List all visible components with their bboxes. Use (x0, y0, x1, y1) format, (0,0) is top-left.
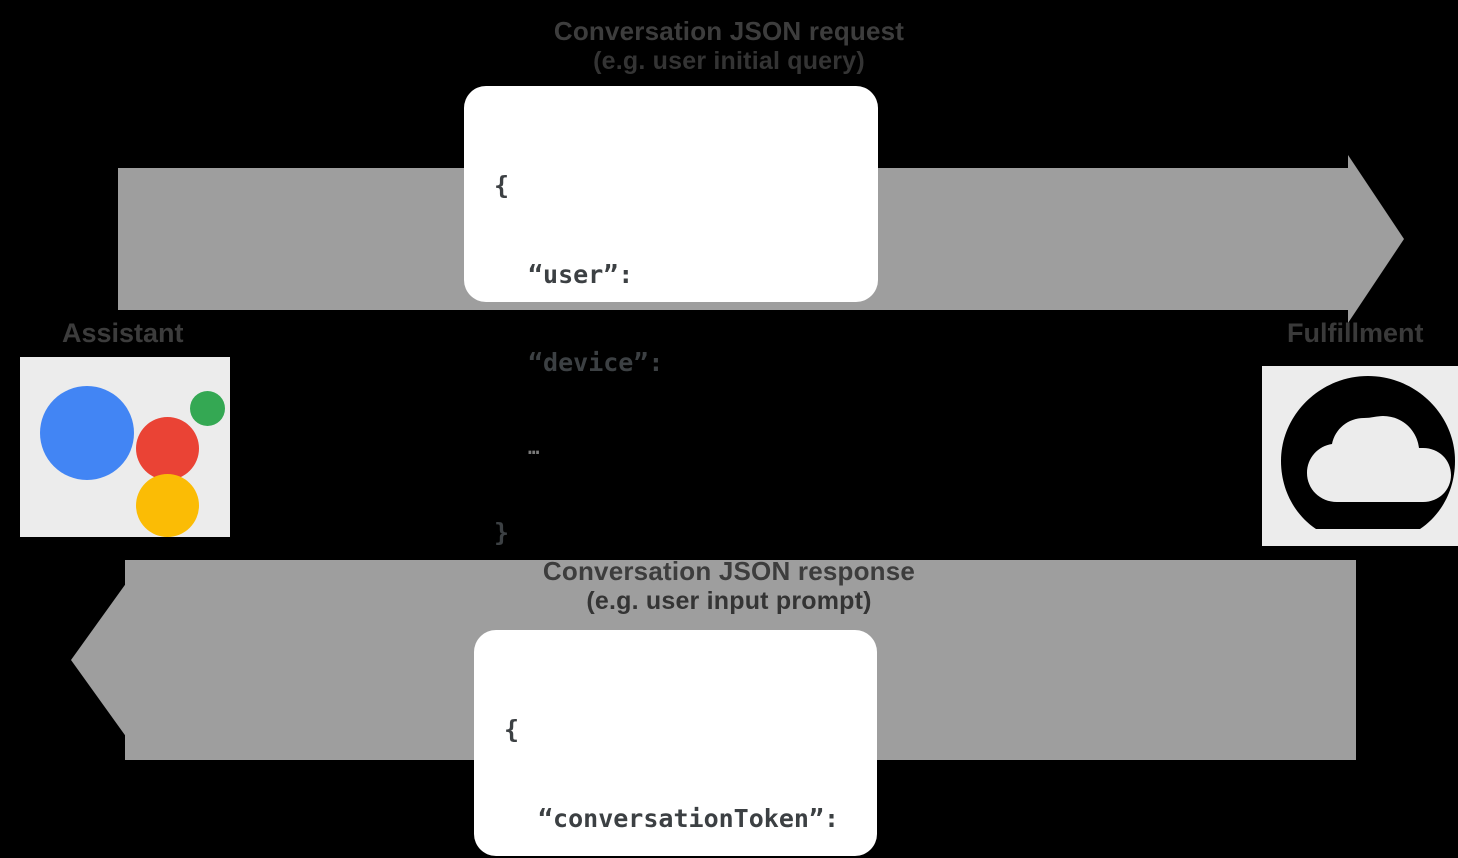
json-request-key-device: “device”: (528, 348, 664, 377)
json-response-open: { (504, 715, 520, 744)
conversation-json-request-card: { “user”: “device”: … } (464, 86, 878, 547)
request-caption: Conversation JSON request (e.g. user ini… (0, 16, 1458, 76)
google-cloud-icon (1281, 376, 1455, 529)
response-caption-title: Conversation JSON response (542, 556, 916, 586)
response-caption-subtitle: (e.g. user input prompt) (586, 586, 872, 615)
assistant-yellow-dot-icon (136, 474, 199, 537)
json-request-close: } (494, 517, 510, 547)
assistant-label: Assistant (62, 318, 184, 348)
conversation-json-response-card: { “conversationToken”: “userStorage”: … … (474, 630, 877, 856)
request-caption-title: Conversation JSON request (553, 16, 905, 46)
json-request-key-user: “user”: (528, 259, 634, 289)
fulfillment-endpoint[interactable] (1262, 366, 1458, 546)
request-arrow-head-icon (1348, 155, 1404, 323)
assistant-blue-dot-icon (40, 386, 134, 480)
assistant-green-dot-icon (190, 391, 225, 426)
json-response-key-conversation-token: “conversationToken”: (538, 803, 840, 833)
assistant-red-dot-icon (136, 417, 199, 480)
request-caption-subtitle: (e.g. user initial query) (593, 46, 865, 75)
json-request-ellipsis: … (528, 436, 542, 459)
json-request-open: { (494, 171, 510, 200)
fulfillment-label: Fulfillment (1287, 318, 1424, 348)
response-caption: Conversation JSON response (e.g. user in… (0, 556, 1458, 616)
assistant-endpoint[interactable] (20, 357, 230, 537)
response-arrow-head-icon (71, 582, 127, 738)
